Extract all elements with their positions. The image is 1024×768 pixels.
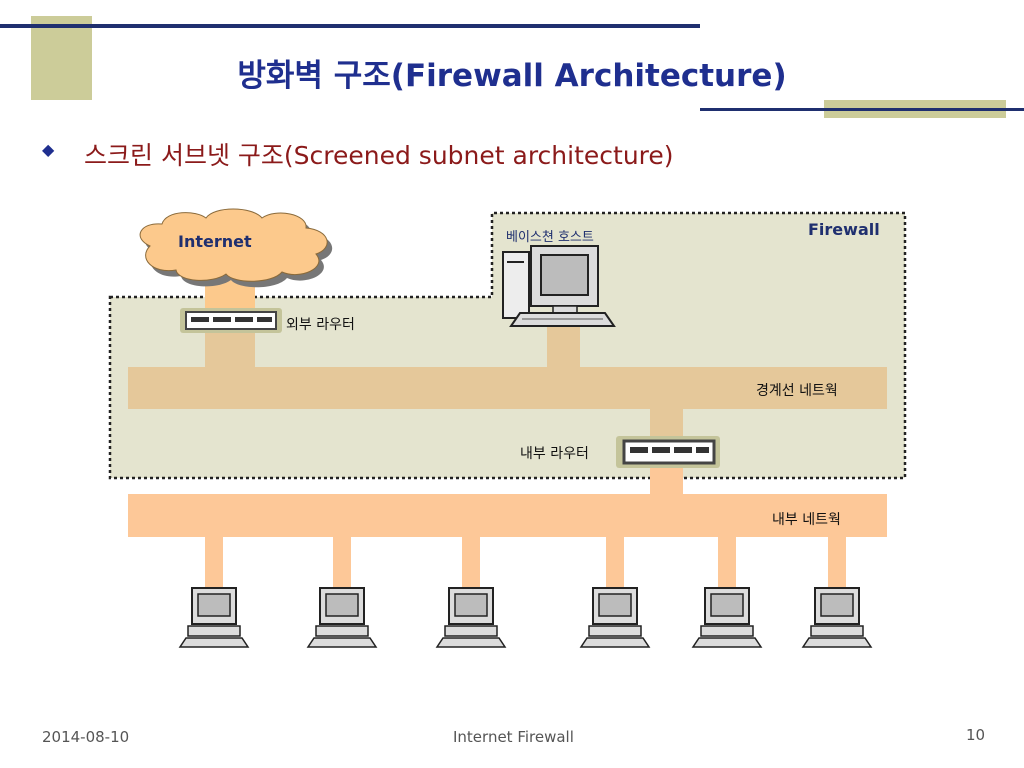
workstation-3 (435, 587, 507, 648)
page-number: 10 (966, 726, 986, 744)
drop-6 (828, 537, 846, 588)
title-underline-rule (700, 108, 1024, 111)
internal-network-bar (128, 494, 887, 537)
footer-center: Internet Firewall (453, 728, 574, 746)
int-router-link-top (650, 408, 683, 436)
internet-cloud (139, 208, 333, 288)
perimeter-network-bar (128, 367, 887, 409)
perimeter-network-label: 경계선 네트웍 (756, 383, 838, 399)
workstation-5 (691, 587, 763, 648)
internal-network-label: 내부 네트웍 (772, 512, 841, 528)
drop-4 (606, 537, 624, 588)
drop-1 (205, 537, 223, 588)
internet-label: Internet (178, 232, 252, 251)
internal-router (616, 436, 720, 468)
slide-title: 방화벽 구조(Firewall Architecture) (237, 58, 787, 94)
firewall-label: Firewall (808, 220, 880, 239)
bastion-host-label: 베이스쳔 호스트 (506, 230, 594, 245)
internal-router-label: 내부 라우터 (520, 446, 589, 462)
workstation-2 (306, 587, 378, 648)
external-router (180, 308, 282, 333)
bastion-host-computer (502, 245, 616, 327)
drop-2 (333, 537, 351, 588)
bastion-link (547, 325, 580, 370)
accent-square (31, 16, 92, 100)
external-router-label: 외부 라우터 (286, 317, 355, 333)
drop-3 (462, 537, 480, 588)
drop-5 (718, 537, 736, 588)
firewall-zone (108, 211, 907, 480)
header-rule (0, 24, 700, 28)
workstation-6 (801, 587, 873, 648)
bullet-diamond-icon: ◆ (42, 140, 55, 159)
bullet-text: 스크린 서브넷 구조(Screened subnet architecture) (84, 141, 674, 170)
workstation-4 (579, 587, 651, 648)
footer-date: 2014-08-10 (42, 728, 130, 746)
int-router-link-bottom (650, 468, 683, 496)
ext-router-link (205, 332, 255, 370)
workstation-1 (178, 587, 250, 648)
